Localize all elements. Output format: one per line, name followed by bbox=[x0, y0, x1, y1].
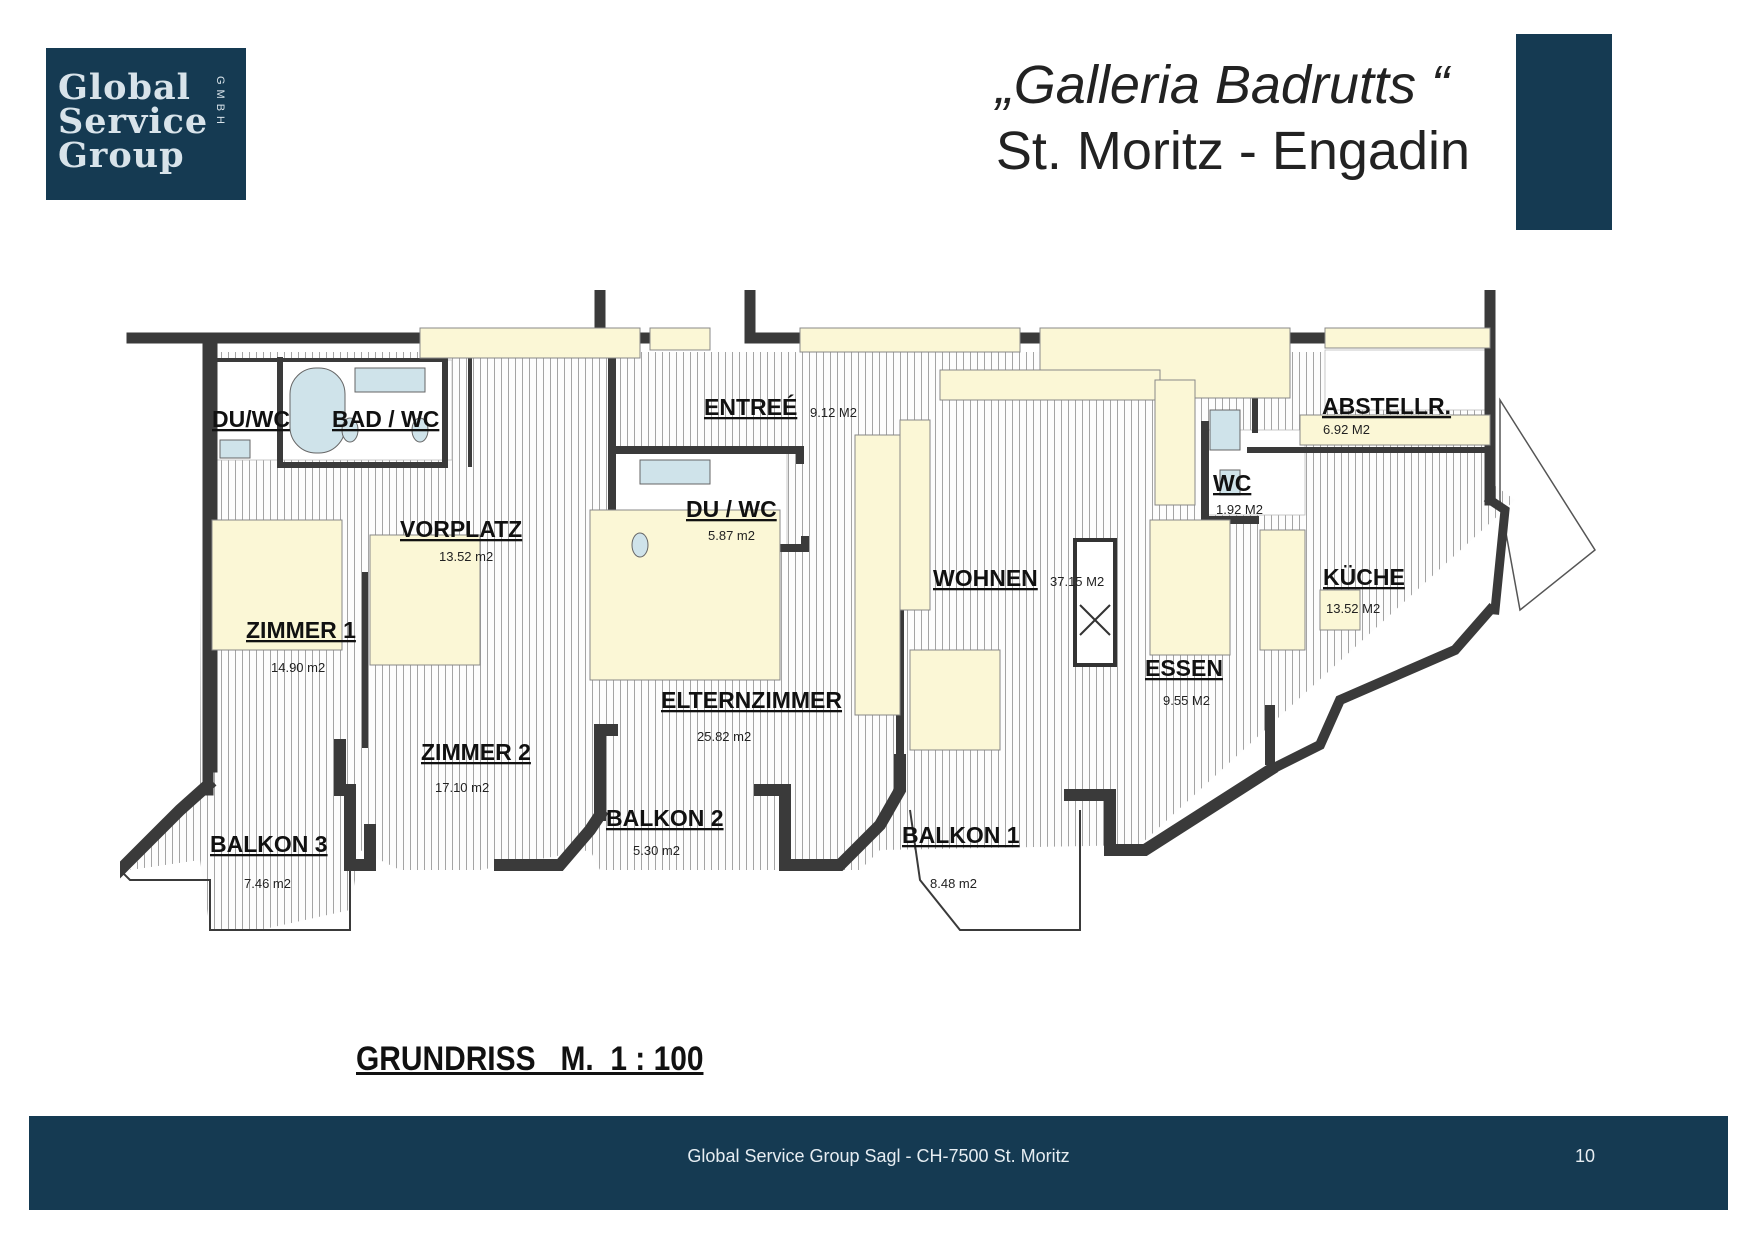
logo-line-1: Global bbox=[58, 67, 191, 108]
room-label: ABSTELLR. bbox=[1322, 393, 1451, 419]
scale-label: GRUNDRISS M. 1 : 100 bbox=[356, 1040, 704, 1078]
room-area: 37.15 M2 bbox=[1050, 574, 1104, 589]
room-label: WOHNEN bbox=[933, 565, 1038, 591]
room-area: 8.48 m2 bbox=[930, 876, 977, 891]
room-label: BALKON 3 bbox=[210, 831, 328, 857]
company-logo: Global Service Group GMBH bbox=[46, 48, 246, 200]
footer-bar: Global Service Group Sagl - CH-7500 St. … bbox=[29, 1116, 1728, 1210]
room-area: 25.82 m2 bbox=[697, 729, 751, 744]
kitchen-counter bbox=[1073, 538, 1117, 667]
room-area: 6.92 M2 bbox=[1323, 422, 1370, 437]
room-area: 13.52 M2 bbox=[1326, 601, 1380, 616]
room-label: KÜCHE bbox=[1323, 564, 1405, 590]
room-area: 13.52 m2 bbox=[439, 549, 493, 564]
room-label: ESSEN bbox=[1145, 655, 1223, 681]
room-labels: DU/WC BAD / WC ENTREÉ VORPLATZ DU / WC Z… bbox=[210, 393, 1451, 857]
logo-line-3: Group bbox=[58, 135, 185, 176]
accent-bar bbox=[1516, 34, 1612, 230]
room-label: BAD / WC bbox=[332, 406, 439, 432]
room-area: 9.12 M2 bbox=[810, 405, 857, 420]
title-project: „Galleria Badrutts “ bbox=[995, 55, 1449, 115]
footer-company: Global Service Group Sagl - CH-7500 St. … bbox=[687, 1146, 1070, 1166]
room-label: ENTREÉ bbox=[704, 393, 797, 420]
room-area: 5.30 m2 bbox=[633, 843, 680, 858]
room-area: 14.90 m2 bbox=[271, 660, 325, 675]
room-label: BALKON 2 bbox=[606, 805, 724, 831]
room-label: BALKON 1 bbox=[902, 822, 1020, 848]
logo-suffix: GMBH bbox=[214, 76, 226, 129]
room-label: ZIMMER 2 bbox=[421, 739, 531, 765]
room-label: ZIMMER 1 bbox=[246, 617, 356, 643]
room-area: 5.87 m2 bbox=[708, 528, 755, 543]
room-area: 7.46 m2 bbox=[244, 876, 291, 891]
logo-line-2: Service bbox=[58, 101, 209, 142]
floor-plan: DU/WC BAD / WC ENTREÉ VORPLATZ DU / WC Z… bbox=[120, 290, 1596, 931]
title-location: St. Moritz - Engadin bbox=[995, 121, 1470, 181]
furniture bbox=[211, 327, 1491, 751]
room-area: 9.55 M2 bbox=[1163, 693, 1210, 708]
room-label: ELTERNZIMMER bbox=[661, 687, 842, 713]
page-number: 10 bbox=[1575, 1146, 1596, 1166]
sanitary-fixtures bbox=[219, 367, 1241, 558]
page-title: „Galleria Badrutts “ St. Moritz - Engadi… bbox=[996, 52, 1470, 184]
room-label: DU / WC bbox=[686, 496, 777, 522]
room-label: DU/WC bbox=[212, 406, 290, 432]
area-labels: 9.12 M2 13.52 m2 5.87 m2 14.90 m2 17.10 … bbox=[244, 405, 1380, 891]
room-area: 17.10 m2 bbox=[435, 780, 489, 795]
room-label: VORPLATZ bbox=[400, 516, 522, 542]
room-area: 1.92 M2 bbox=[1216, 502, 1263, 517]
room-label: WC bbox=[1213, 470, 1251, 496]
balconies bbox=[120, 809, 1081, 931]
